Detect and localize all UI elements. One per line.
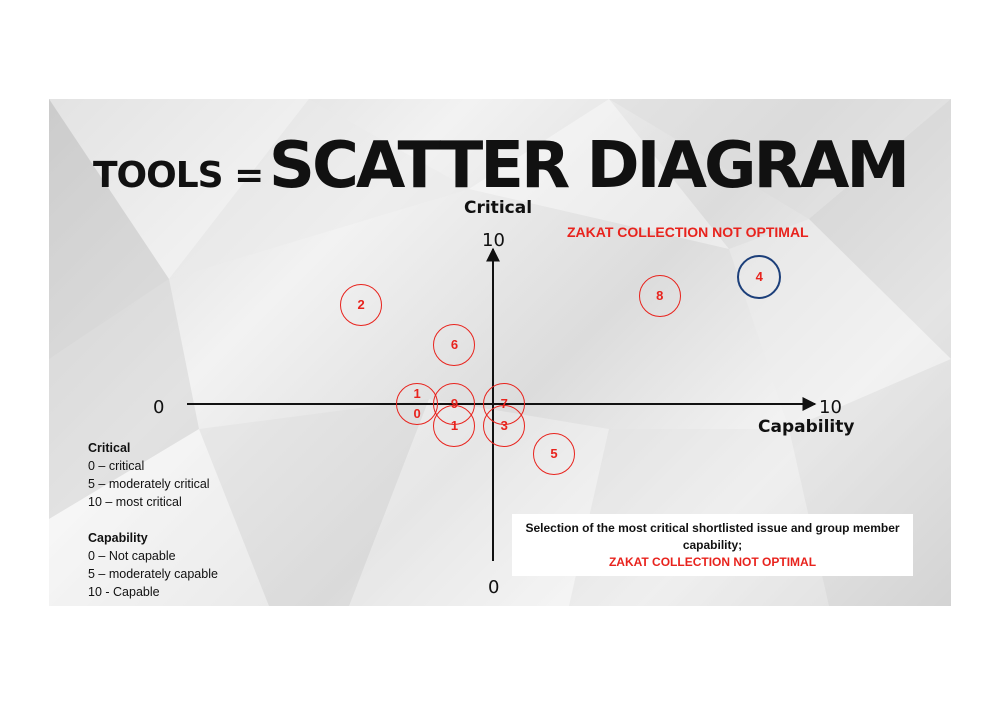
scatter-point-2: 2 bbox=[340, 283, 383, 326]
scatter-point-label: 9 bbox=[450, 396, 459, 411]
scatter-point-label: 3 bbox=[500, 417, 508, 433]
selection-note-text: Selection of the most critical shortlist… bbox=[525, 521, 900, 552]
legend-critical-title: Critical bbox=[88, 441, 131, 455]
legend-critical-item: 0 – critical bbox=[88, 459, 145, 473]
legend-capability-item: 5 – moderately capable bbox=[88, 567, 218, 581]
scatter-point-7: 7 bbox=[483, 383, 526, 425]
scatter-point-10: 10 bbox=[396, 383, 439, 425]
scatter-point-label: 6 bbox=[450, 337, 459, 353]
legend: Critical 0 – critical 5 – moderately cri… bbox=[88, 439, 218, 601]
x-axis-min-label: 0 bbox=[153, 397, 165, 418]
legend-capability-item: 0 – Not capable bbox=[88, 549, 176, 563]
legend-capability-item: 10 - Capable bbox=[88, 585, 160, 599]
legend-critical-item: 5 – moderately critical bbox=[88, 477, 210, 491]
selection-note-highlight: ZAKAT COLLECTION NOT OPTIMAL bbox=[608, 555, 817, 569]
scatter-point-6: 6 bbox=[433, 324, 476, 367]
scatter-point-label: 10 bbox=[413, 386, 421, 421]
legend-critical-item: 10 – most critical bbox=[88, 495, 182, 509]
x-axis-max-label: 10 bbox=[819, 397, 842, 418]
x-axis-title: Capability bbox=[758, 417, 855, 437]
y-axis-max-label: 10 bbox=[482, 230, 505, 251]
scatter-point-label: 7 bbox=[500, 396, 508, 411]
scatter-point-4: 4 bbox=[737, 254, 782, 299]
title-prefix: TOOLS = bbox=[92, 155, 264, 196]
scatter-point-label: 8 bbox=[656, 287, 664, 303]
scatter-point-8: 8 bbox=[638, 274, 681, 317]
scatter-point-5: 5 bbox=[532, 432, 575, 475]
y-axis-title: Critical bbox=[464, 198, 533, 218]
selection-note: Selection of the most critical shortlist… bbox=[512, 514, 913, 576]
scatter-point-label: 4 bbox=[755, 268, 763, 284]
title-main: SCATTER DIAGRAM bbox=[268, 129, 910, 203]
scatter-point-label: 5 bbox=[550, 445, 558, 461]
page-title: TOOLS = SCATTER DIAGRAM bbox=[49, 129, 951, 203]
slide-background: TOOLS = SCATTER DIAGRAM Critical 10 0 0 … bbox=[49, 99, 951, 606]
scatter-point-label: 1 bbox=[450, 417, 459, 433]
issue-header: ZAKAT COLLECTION NOT OPTIMAL bbox=[567, 224, 809, 240]
scatter-point-label: 2 bbox=[357, 296, 365, 312]
y-axis-min-label: 0 bbox=[488, 577, 500, 598]
legend-capability-title: Capability bbox=[88, 531, 148, 545]
